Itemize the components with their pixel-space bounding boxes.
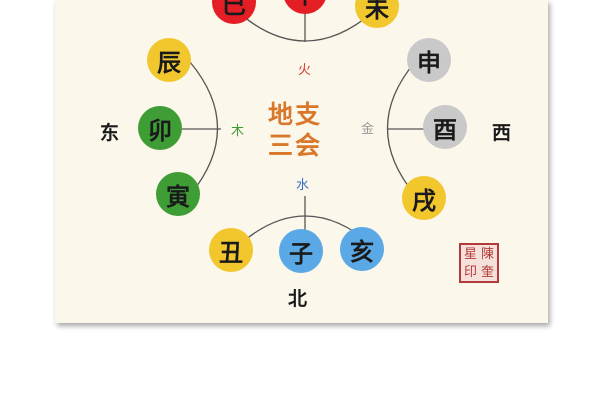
element-wood-label: 木 [231,124,245,139]
diagram-card: 巳 午 未 火 辰 卯 寅 木 申 酉 戌 金 水 丑 子 亥 地支 三会 东 … [55,0,548,323]
wood-arc [189,61,218,196]
seal-char-2: 星 [463,247,477,262]
branch-mao-label: 卯 [148,115,172,145]
branch-chen-label: 辰 [157,47,181,77]
branch-hai-circle: 亥 [340,227,384,271]
seal-char-4: 印 [463,265,477,280]
connector-lines [182,0,427,247]
seal-stamp: 陳 星 奎 印 [459,243,499,283]
seal-char-1: 陳 [480,247,494,262]
direction-west: 西 [492,122,512,144]
title-line-1: 地支 [268,100,323,129]
center-title: 地支 三会 [268,99,322,161]
branch-wu-circle: 午 [283,0,327,14]
element-metal-label: 金 [361,122,375,137]
branch-you-label: 酉 [433,114,457,144]
branch-chen-circle: 辰 [147,38,191,82]
branch-shen-label: 申 [417,47,441,77]
title-line-2: 三会 [268,131,323,160]
branch-zi-label: 子 [289,238,313,268]
branch-chou-circle: 丑 [209,228,253,272]
branch-xu-circle: 戌 [402,176,446,220]
branch-hai-label: 亥 [350,236,374,266]
direction-east: 东 [100,122,120,144]
branch-chou-label: 丑 [219,237,243,267]
branch-shen-circle: 申 [407,38,451,82]
branch-wu-label: 午 [293,0,317,10]
element-water-label: 水 [296,178,310,193]
branch-xu-label: 戌 [412,185,436,215]
branch-you-circle: 酉 [423,105,467,149]
branch-yin-circle: 寅 [156,172,200,216]
direction-north: 北 [288,288,308,310]
branch-si-label: 巳 [222,0,246,19]
branch-zi-circle: 子 [279,229,323,273]
branch-yin-label: 寅 [166,181,190,211]
element-fire-label: 火 [298,63,312,78]
branch-wei-label: 未 [365,0,389,23]
metal-arc [387,61,416,196]
branch-mao-circle: 卯 [138,106,182,150]
seal-char-3: 奎 [480,265,494,280]
